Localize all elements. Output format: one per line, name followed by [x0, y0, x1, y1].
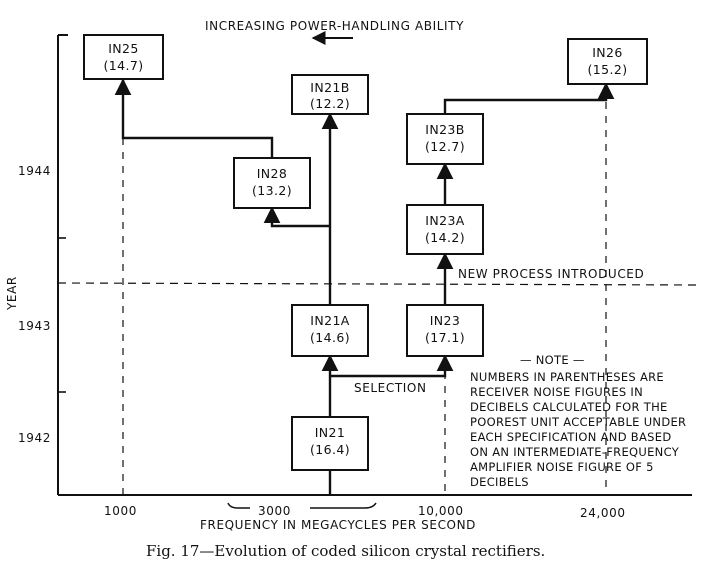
node-noise: (14.6) [310, 330, 350, 345]
note-line: DECIBELS [470, 475, 529, 489]
range-bracket [227, 502, 377, 509]
x-tick-label: 10,000 [418, 504, 464, 518]
node-code: IN21 [315, 425, 346, 440]
node-noise: (13.2) [252, 183, 292, 198]
connector-line [263, 206, 330, 228]
node-noise: (17.1) [425, 330, 465, 345]
node-box: IN21B (12.2) [291, 74, 369, 115]
node-noise: (15.2) [588, 62, 628, 77]
note-title: — NOTE — [520, 353, 585, 367]
node-box: IN26 (15.2) [567, 38, 648, 85]
note-line: POOREST UNIT ACCEPTABLE UNDER [470, 415, 686, 429]
new-process-label: NEW PROCESS INTRODUCED [458, 267, 644, 281]
x-tick-label: 1000 [104, 504, 137, 518]
y-tick-label: 1943 [18, 319, 51, 333]
node-box: IN23 (17.1) [406, 304, 484, 357]
node-noise: (12.2) [310, 96, 350, 111]
x-tick-label: 3000 [258, 504, 291, 518]
note-line: RECEIVER NOISE FIGURES IN [470, 385, 643, 399]
node-box: IN23B (12.7) [406, 113, 484, 165]
connectors [114, 78, 615, 495]
y-tick-label: 1942 [18, 431, 51, 445]
note-line: AMPLIFIER NOISE FIGURE OF 5 [470, 460, 654, 474]
node-code: IN26 [592, 45, 623, 60]
connector-line [114, 78, 274, 158]
figure-caption: Fig. 17—Evolution of coded silicon cryst… [146, 542, 545, 560]
selection-label: SELECTION [354, 381, 427, 395]
x-tick-label: 24,000 [580, 506, 626, 520]
header-arrow-label: INCREASING POWER-HANDLING ABILITY [205, 19, 464, 33]
node-code: IN25 [108, 41, 139, 56]
y-tick-label: 1944 [18, 164, 51, 178]
node-code: IN23A [425, 213, 465, 228]
node-noise: (14.7) [104, 58, 144, 73]
new-process-line [57, 282, 701, 286]
note-block: — NOTE — NUMBERS IN PARENTHESES ARE RECE… [470, 353, 686, 489]
node-noise: (12.7) [425, 139, 465, 154]
node-box: IN28 (13.2) [233, 157, 311, 209]
node-code: IN28 [257, 166, 288, 181]
connector-line [330, 354, 454, 378]
node-noise: (16.4) [310, 442, 350, 457]
node-box: IN23A (14.2) [406, 204, 484, 255]
node-box: IN25 (14.7) [83, 34, 164, 80]
note-line: NUMBERS IN PARENTHESES ARE [470, 370, 664, 384]
connector-line [443, 82, 615, 114]
x-axis-title: FREQUENCY IN MEGACYCLES PER SECOND [200, 518, 476, 532]
node-code: IN23 [430, 313, 461, 328]
note-line: ON AN INTERMEDIATE-FREQUENCY [470, 445, 680, 459]
note-line: DECIBELS CALCULATED FOR THE [470, 400, 668, 414]
node-code: IN21A [310, 313, 350, 328]
node-code: IN21B [310, 80, 350, 95]
node-box: IN21A (14.6) [291, 304, 369, 357]
node-noise: (14.2) [425, 230, 465, 245]
y-axis-title: YEAR [5, 276, 19, 311]
note-line: EACH SPECIFICATION AND BASED [470, 430, 671, 444]
node-box: IN21 (16.4) [291, 416, 369, 471]
node-code: IN23B [425, 122, 465, 137]
